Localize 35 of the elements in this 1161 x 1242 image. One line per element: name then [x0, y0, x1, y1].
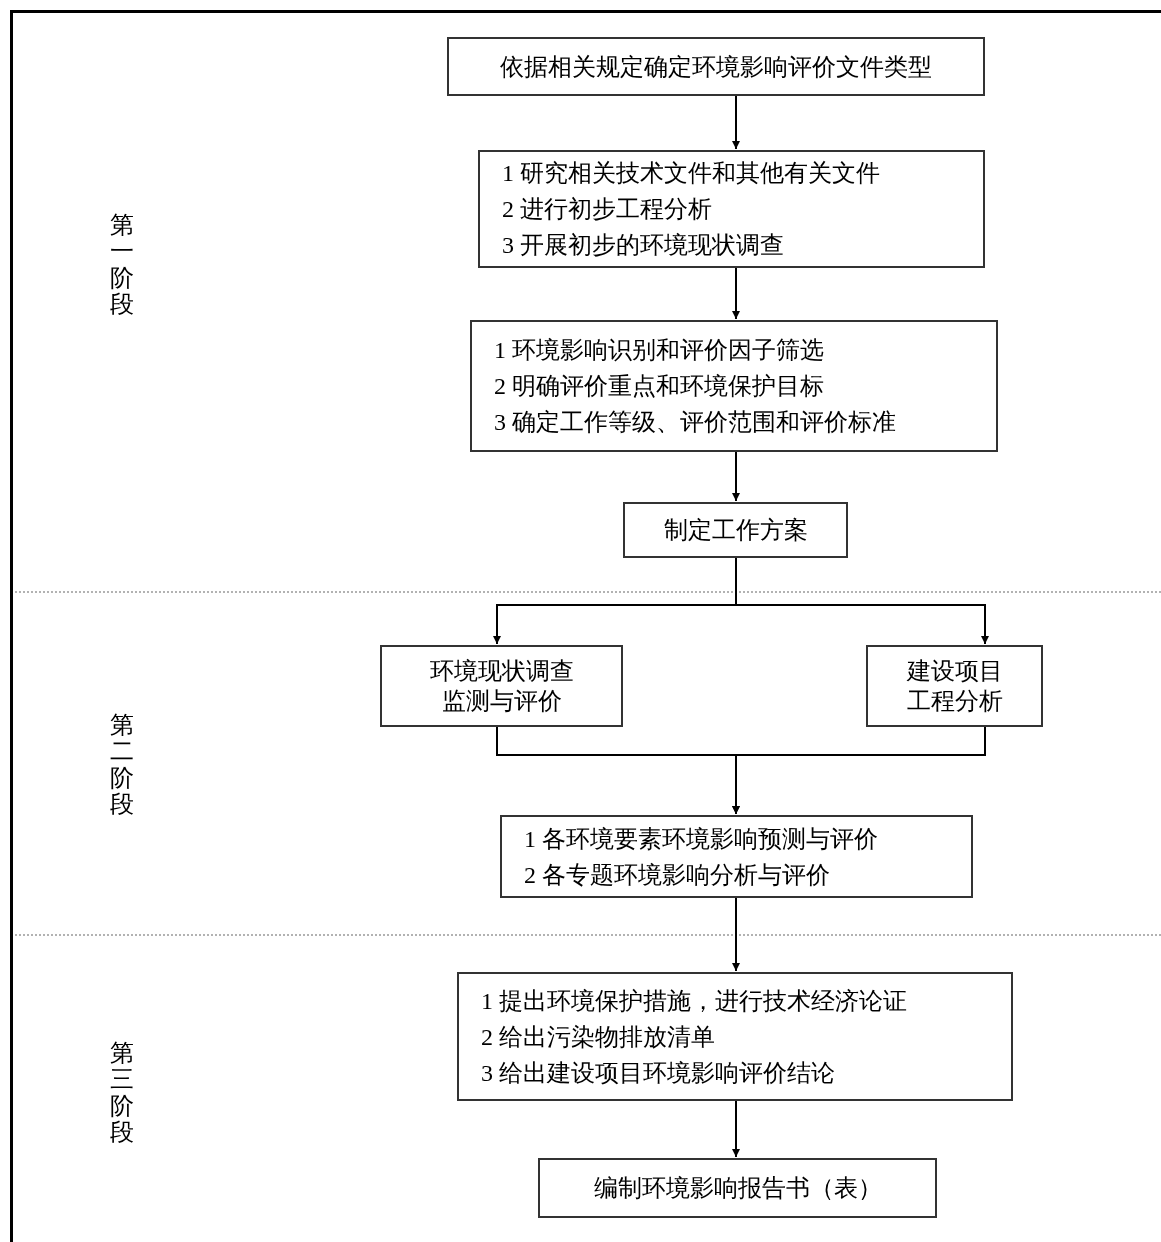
box-text: 1 环境影响识别和评价因子筛选	[494, 336, 824, 365]
box-text: 1 提出环境保护措施，进行技术经济论证	[481, 986, 907, 1016]
box-text: 环境现状调查监测与评价	[428, 657, 575, 716]
box-text: 编制环境影响报告书（表）	[593, 1174, 882, 1203]
arrow	[732, 1100, 740, 1158]
box-text: 3 开展初步的环境现状调查	[502, 231, 784, 260]
process-box	[538, 1158, 937, 1218]
process-box	[623, 502, 848, 558]
arrow	[732, 451, 740, 502]
process-box	[500, 815, 973, 898]
arrow	[732, 95, 740, 150]
box-text: 依据相关规定确定环境影响评价文件类型	[500, 52, 932, 82]
stage-label: 第二阶段	[110, 712, 134, 818]
process-box	[447, 37, 985, 96]
arrow	[735, 557, 989, 645]
box-text: 1 研究相关技术文件和其他有关文件	[502, 159, 880, 188]
process-box	[470, 320, 998, 452]
arrow	[732, 267, 740, 320]
stage-label: 第一阶段	[110, 212, 134, 318]
box-text: 建设项目工程分析	[905, 657, 1004, 716]
process-box	[457, 972, 1013, 1101]
box-text: 2 各专题环境影响分析与评价	[524, 860, 830, 890]
box-text: 2 给出污染物排放清单	[481, 1022, 715, 1052]
box-text: 2 明确评价重点和环境保护目标	[494, 372, 824, 401]
box-text: 制定工作方案	[663, 516, 808, 545]
box-text: 3 给出建设项目环境影响评价结论	[481, 1058, 835, 1088]
arrow	[732, 726, 986, 815]
process-box	[866, 645, 1043, 727]
box-text: 2 进行初步工程分析	[502, 195, 712, 224]
box-text: 3 确定工作等级、评价范围和评价标准	[494, 408, 896, 437]
stage-label: 第三阶段	[110, 1040, 134, 1146]
process-box	[380, 645, 623, 727]
arrow	[732, 897, 740, 972]
box-text: 1 各环境要素环境影响预测与评价	[524, 824, 878, 854]
process-box	[478, 150, 985, 268]
